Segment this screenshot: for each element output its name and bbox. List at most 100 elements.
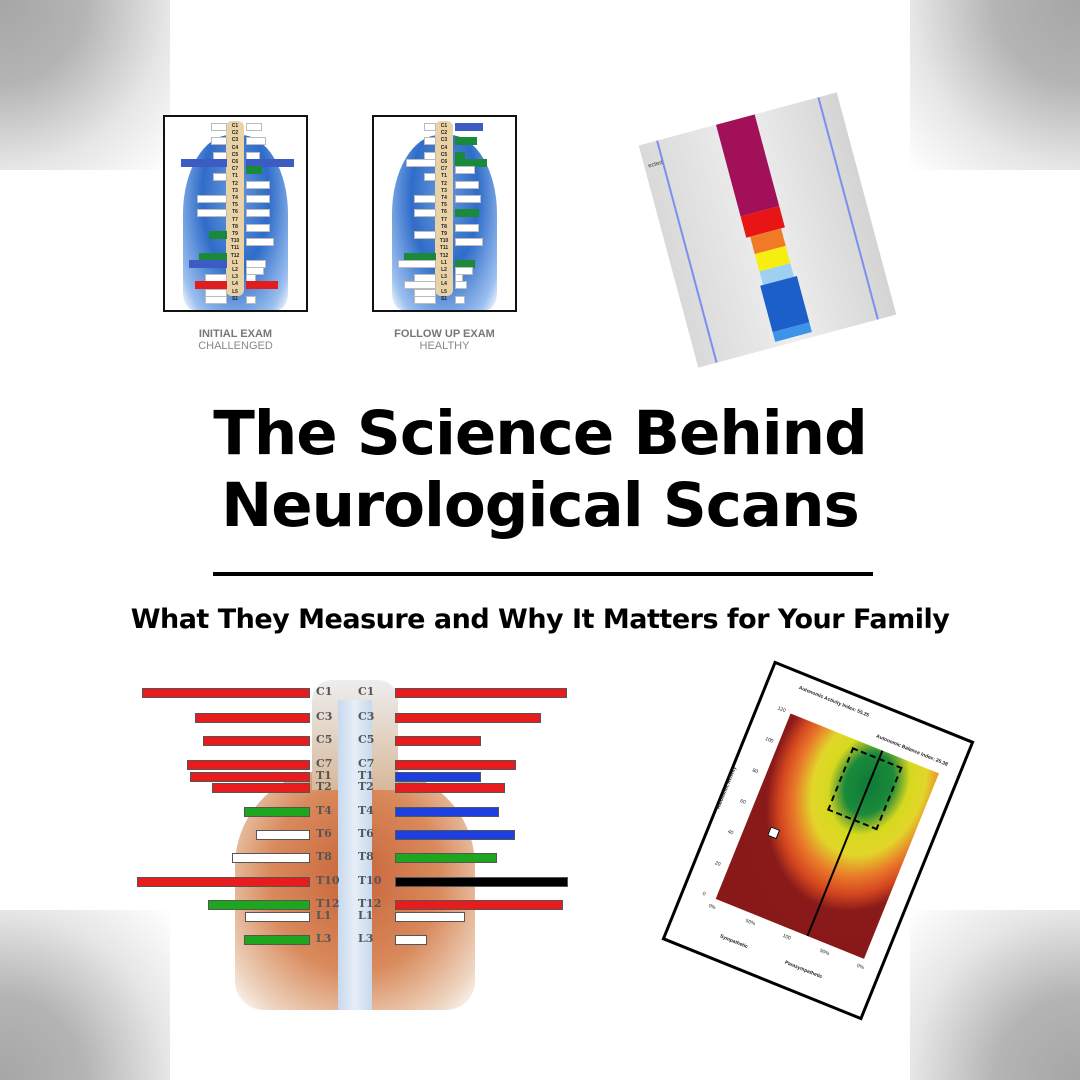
vertebra-label: T7 — [441, 216, 447, 223]
exam-reading-bar — [246, 166, 262, 175]
left-reading-bar — [203, 736, 310, 746]
x-axis-label-parasympathetic: Parasympathetic — [783, 959, 824, 981]
y-tick-label: 120 — [776, 705, 787, 715]
vertebra-label: C5 — [440, 151, 448, 158]
y-tick-label: 40 — [726, 829, 734, 837]
exam-reading-bar — [246, 238, 274, 247]
segment-label-right: C1 — [358, 685, 375, 698]
exam-caption-title: INITIAL EXAM — [198, 328, 273, 340]
page-title: The Science Behind Neurological Scans — [0, 398, 1080, 542]
vignette-top-left — [0, 0, 170, 170]
exam-reading-bar — [246, 281, 278, 290]
exam-reading-bar — [414, 195, 436, 203]
right-reading-bar — [395, 688, 567, 698]
title-divider — [213, 572, 873, 576]
exam-reading-bar — [414, 209, 436, 218]
right-reading-bar — [395, 772, 481, 782]
exam-reading-bar — [455, 195, 481, 203]
exam-reading-bar — [246, 195, 270, 203]
vertebra-label: L1 — [441, 259, 447, 266]
vertebra-label: T9 — [441, 231, 447, 237]
vertebra-label: T10 — [439, 238, 449, 245]
segment-label-left: C7 — [316, 757, 333, 770]
vertebra-label: C6 — [231, 159, 239, 165]
vertebra-label: C1 — [440, 123, 448, 129]
left-reading-bar — [244, 935, 310, 945]
right-reading-bar — [395, 830, 515, 840]
patient-marker — [767, 826, 781, 840]
exam-reading-bar — [197, 195, 227, 203]
x-tick-label: 50% — [818, 947, 831, 958]
vertebra-label: L5 — [441, 288, 447, 295]
exam-reading-bar — [209, 231, 227, 239]
segment-label-right: T10 — [358, 874, 382, 887]
vertebra-label: C4 — [440, 144, 448, 151]
segment-label-right: T6 — [358, 827, 374, 840]
segment-label-right: C7 — [358, 757, 375, 770]
right-reading-bar — [395, 900, 563, 910]
segment-label-left: T8 — [316, 850, 332, 863]
x-axis-label-sympathetic: Sympathetic — [718, 933, 749, 951]
vertebra-label: L1 — [232, 259, 238, 266]
thermal-spine-segments — [639, 92, 837, 342]
vertebra-label: T11 — [230, 245, 240, 252]
x-tick-label: 0% — [707, 902, 717, 912]
vertebra-label: C7 — [440, 166, 448, 173]
exam-reading-bar — [246, 137, 266, 146]
vertebra-label: T6 — [441, 209, 447, 216]
thermal-segment — [716, 114, 780, 217]
vertebra-label: L3 — [441, 274, 447, 281]
page-subtitle: What They Measure and Why It Matters for… — [130, 604, 950, 635]
vertebra-label: T10 — [230, 238, 240, 245]
vertebra-label: T8 — [441, 223, 447, 230]
exam-reading-bar — [414, 231, 436, 239]
exam-reading-bar — [246, 123, 262, 131]
exam-reading-bar — [398, 259, 436, 268]
left-reading-bar — [187, 760, 310, 770]
exam-caption-title: FOLLOW UP EXAM — [394, 328, 495, 340]
vertebra-label: T7 — [232, 216, 238, 223]
segment-label-left: L3 — [316, 932, 332, 945]
exam-reading-bar — [246, 295, 256, 304]
exam-reading-bar — [455, 281, 467, 290]
vertebra-label: T8 — [232, 223, 238, 230]
segment-label-right: T4 — [358, 804, 374, 817]
vertebra-label: T3 — [441, 187, 447, 194]
vertebra-label: C3 — [231, 137, 239, 144]
segment-label-left: C1 — [316, 685, 333, 698]
y-axis-label: Autonomic Activity — [715, 765, 738, 811]
thermal-scan-image: ected — [638, 92, 897, 368]
left-reading-bar — [137, 877, 310, 887]
exam-reading-bar — [181, 159, 227, 167]
left-reading-bar — [195, 713, 310, 723]
vignette-bottom-left — [0, 910, 170, 1080]
vertebra-label: C5 — [231, 151, 239, 158]
left-reading-bar — [212, 783, 310, 793]
segment-label-left: T10 — [316, 874, 340, 887]
right-reading-bar — [395, 807, 499, 817]
segment-label-right: T2 — [358, 780, 374, 793]
vertebra-label: T3 — [232, 187, 238, 194]
vertebra-label: T2 — [232, 180, 238, 187]
vertebra-label: S1 — [440, 295, 448, 302]
vertebra-label: T6 — [232, 209, 238, 216]
vertebra-label: T12 — [439, 252, 449, 259]
y-tick-label: 60 — [739, 798, 747, 806]
right-reading-bar — [395, 713, 541, 723]
title-line-1: The Science Behind — [213, 398, 868, 469]
exam-reading-bar — [205, 295, 227, 304]
exam-reading-bar — [455, 295, 465, 304]
vertebra-label: T1 — [232, 173, 238, 180]
exam-reading-bar — [424, 173, 436, 182]
segment-label-right: L1 — [358, 909, 374, 922]
vertebra-label: S1 — [231, 295, 239, 302]
vertebra-label: C4 — [231, 144, 239, 151]
vertebra-label: L2 — [232, 267, 238, 273]
right-reading-bar — [395, 736, 481, 746]
exam-reading-bar — [455, 123, 483, 131]
segment-label-left: L1 — [316, 909, 332, 922]
right-reading-bar — [395, 760, 516, 770]
exam-reading-bar — [213, 173, 227, 182]
